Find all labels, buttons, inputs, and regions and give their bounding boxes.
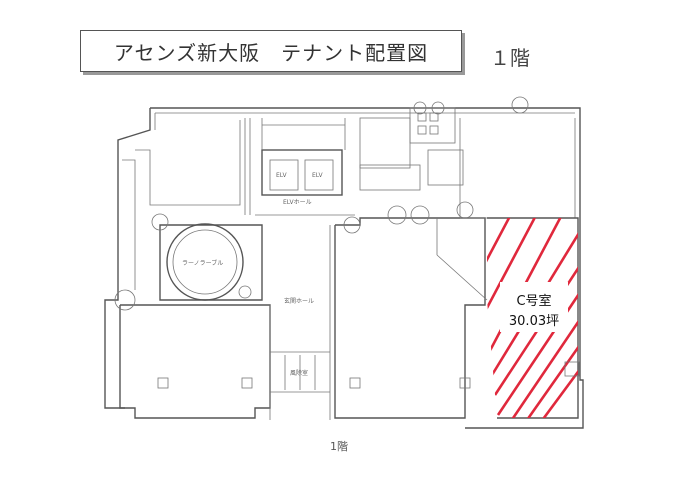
- entrance-hall-label: 玄関ホール: [284, 298, 315, 305]
- room-c-area: [487, 217, 580, 419]
- room-c-area-label: 30.03坪: [508, 314, 560, 329]
- elv-label-2: ELV: [312, 172, 323, 179]
- lower-left-room: [114, 289, 271, 419]
- floor-caption: 1階: [330, 440, 348, 453]
- central-corridor: [255, 214, 355, 420]
- building-outline: [104, 107, 584, 429]
- service-core: [359, 96, 529, 225]
- elv-label-1: ELV: [276, 172, 287, 179]
- plan-title: アセンズ新大阪 テナント配置図: [80, 30, 462, 72]
- corridor-label: 風除室: [290, 370, 309, 377]
- room-c-name: C号室: [516, 294, 552, 309]
- round-room: [151, 213, 263, 301]
- elevator-hall-label: ELVホール: [283, 199, 312, 206]
- elevator-block: [261, 118, 346, 196]
- center-room: [334, 216, 488, 419]
- round-room-label: ラーノラーブル: [182, 260, 224, 267]
- right-upper-room: [459, 118, 576, 219]
- left-zone-walls: [122, 118, 251, 290]
- floor-label: １階: [490, 46, 530, 70]
